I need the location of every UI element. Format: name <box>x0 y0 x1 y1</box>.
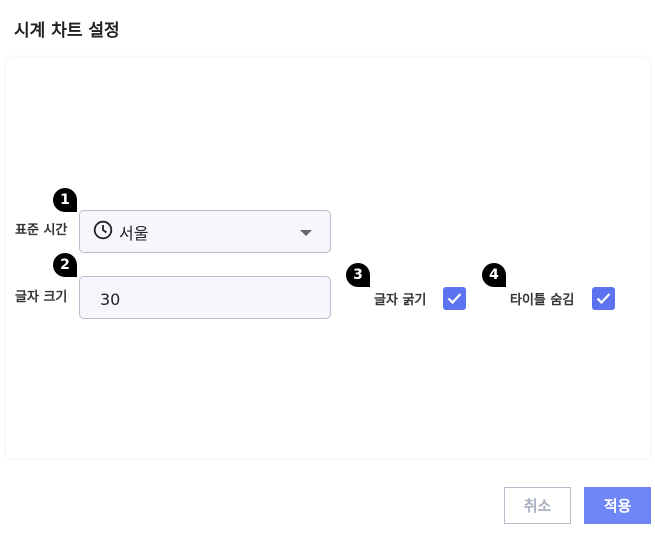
check-icon <box>596 293 611 305</box>
step-badge-1: 1 <box>53 188 77 212</box>
bold-checkbox[interactable] <box>443 287 466 310</box>
hide-title-label: 타이틀 숨김 <box>510 293 575 308</box>
timezone-select[interactable]: 서울 <box>79 210 331 253</box>
apply-button[interactable]: 적용 <box>584 487 651 524</box>
hide-title-checkbox[interactable] <box>592 287 615 310</box>
timezone-value: 서울 <box>119 223 149 243</box>
step-badge-4: 4 <box>482 263 506 287</box>
clock-icon <box>93 220 113 244</box>
timezone-label: 표준 시간 <box>15 223 68 238</box>
bold-label: 글자 굵기 <box>374 293 427 308</box>
settings-panel <box>6 58 650 458</box>
step-badge-3: 3 <box>346 263 370 287</box>
step-badge-2: 2 <box>53 253 77 277</box>
check-icon <box>447 293 462 305</box>
font-size-label: 글자 크기 <box>15 290 68 305</box>
dialog-title: 시계 차트 설정 <box>14 21 120 41</box>
font-size-input[interactable]: 30 <box>79 276 331 319</box>
chevron-down-icon <box>300 230 312 236</box>
cancel-button[interactable]: 취소 <box>504 487 571 524</box>
